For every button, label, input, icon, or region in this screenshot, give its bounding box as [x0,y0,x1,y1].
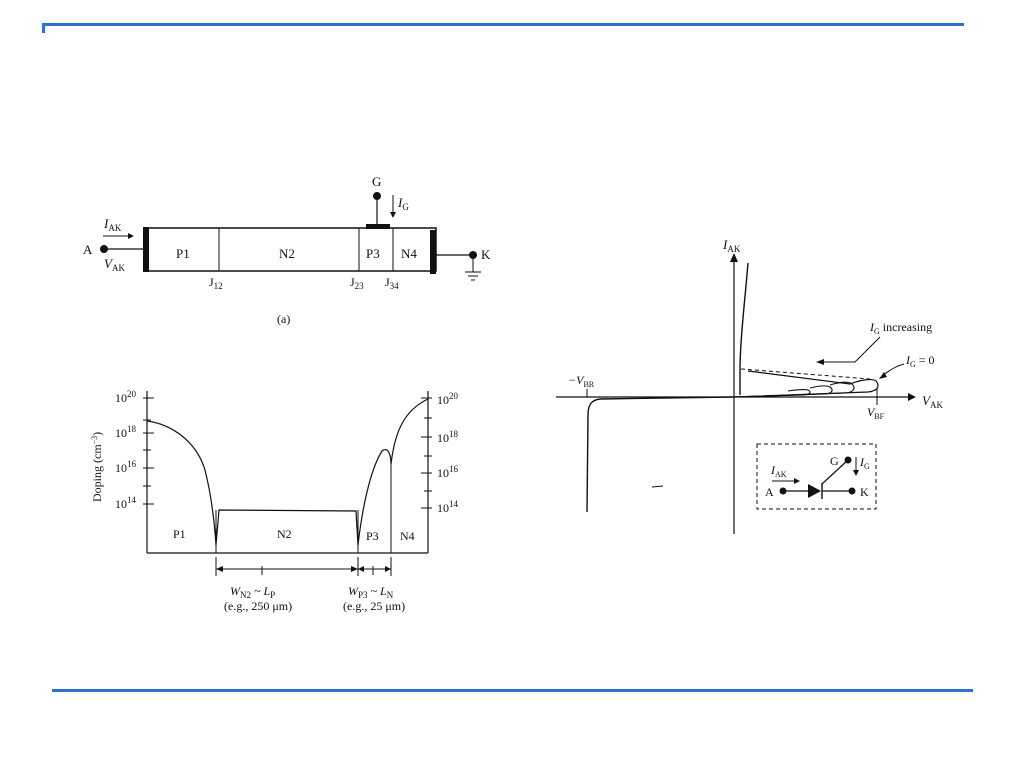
top-rule [44,23,964,26]
vak-label: VAK [104,256,125,273]
n4-doping-curve [390,398,429,465]
iak-axis-arrowhead [730,253,738,262]
doping-region-p1: P1 [173,527,186,541]
wn2-right-arrowhead [351,566,358,572]
doping-region-p3: P3 [366,529,379,543]
gate-terminal [373,192,381,200]
ig-arrowhead [390,212,396,218]
inset-dashed-box [756,443,877,510]
doping-axis-label: Doping (cm−3) [90,432,104,502]
ig-zero-curve [733,370,879,398]
right-tick-1e16: 1016 [437,464,459,480]
left-ticks [143,397,154,505]
wp3-right-arrowhead [385,566,391,572]
ig-label: IG [397,195,409,212]
ig-curve-3 [733,385,833,398]
top-rule-tick [42,23,45,33]
inset-iak-label: IAK [770,463,787,479]
inset-iak-arrowhead [794,478,800,484]
right-tick-1e14: 1014 [437,499,459,515]
wp3-left-arrowhead [358,566,364,572]
left-tick-1e16: 1016 [115,459,137,475]
vbr-label: −VBR [568,373,595,389]
left-tick-1e20: 1020 [115,389,137,405]
cathode-label: K [481,247,491,262]
anode-label: A [83,242,93,257]
n2-doping-level [215,509,359,546]
region-p3-label: P3 [366,246,380,261]
iak-axis-label: IAK [722,237,741,254]
ig-increasing-label: IG increasing [869,320,932,336]
wn2-label: WN2 ~ LP [230,584,275,600]
junction-j12-label: J12 [209,275,223,291]
left-tick-1e18: 1018 [115,424,137,440]
ig-zero-label: IG = 0 [905,353,935,369]
gate-contact [366,224,390,229]
ig-increasing-arrowhead [816,359,824,365]
inset-anode-label: A [765,485,774,499]
vak-axis-label: VAK [922,393,943,410]
cathode-terminal [469,251,477,259]
doping-region-n2: N2 [277,527,292,541]
right-tick-1e18: 1018 [437,429,459,445]
stray-mark [651,485,664,488]
p1-doping-curve [146,420,217,546]
ig-increasing-leader [824,336,881,363]
inset-gate-lead [821,459,849,485]
inset-ig-label: IG [859,455,870,471]
cathode-contact [430,230,436,274]
holding-dashed-line [740,368,871,380]
ig-zero-arrowhead [879,372,887,379]
region-n2-label: N2 [279,246,295,261]
on-state-curve [739,262,749,395]
junction-j34-label: J34 [385,275,399,291]
vak-axis-arrowhead [908,393,916,401]
wn2-example: (e.g., 250 μm) [224,599,292,613]
wp3-example: (e.g., 25 μm) [343,599,405,613]
gate-label: G [372,174,381,189]
bottom-rule [52,689,973,692]
inset-cathode-label: K [860,485,869,499]
right-tick-1e20: 1020 [437,391,459,407]
figure-caption-a: (a) [277,312,290,326]
region-n4-label: N4 [401,246,417,261]
wp3-label: WP3 ~ LN [348,584,394,600]
iak-arrowhead [128,233,134,239]
right-ticks [421,397,432,509]
left-tick-1e14: 1014 [115,495,137,511]
junction-j23-label: J23 [350,275,364,291]
p3-doping-curve [357,449,392,546]
ig-curve-4 [733,389,811,398]
inset-ig-arrowhead [853,470,859,476]
wn2-left-arrowhead [216,566,223,572]
region-p1-label: P1 [176,246,190,261]
anode-contact [143,227,149,272]
inset-gate-label: G [830,454,839,468]
inset-diode-triangle [808,484,821,498]
vbf-label: VBF [867,405,885,421]
iak-label: IAK [103,216,122,233]
doping-region-n4: N4 [400,529,415,543]
ig-curve-2 [733,381,855,398]
reverse-blocking-curve [586,396,734,513]
